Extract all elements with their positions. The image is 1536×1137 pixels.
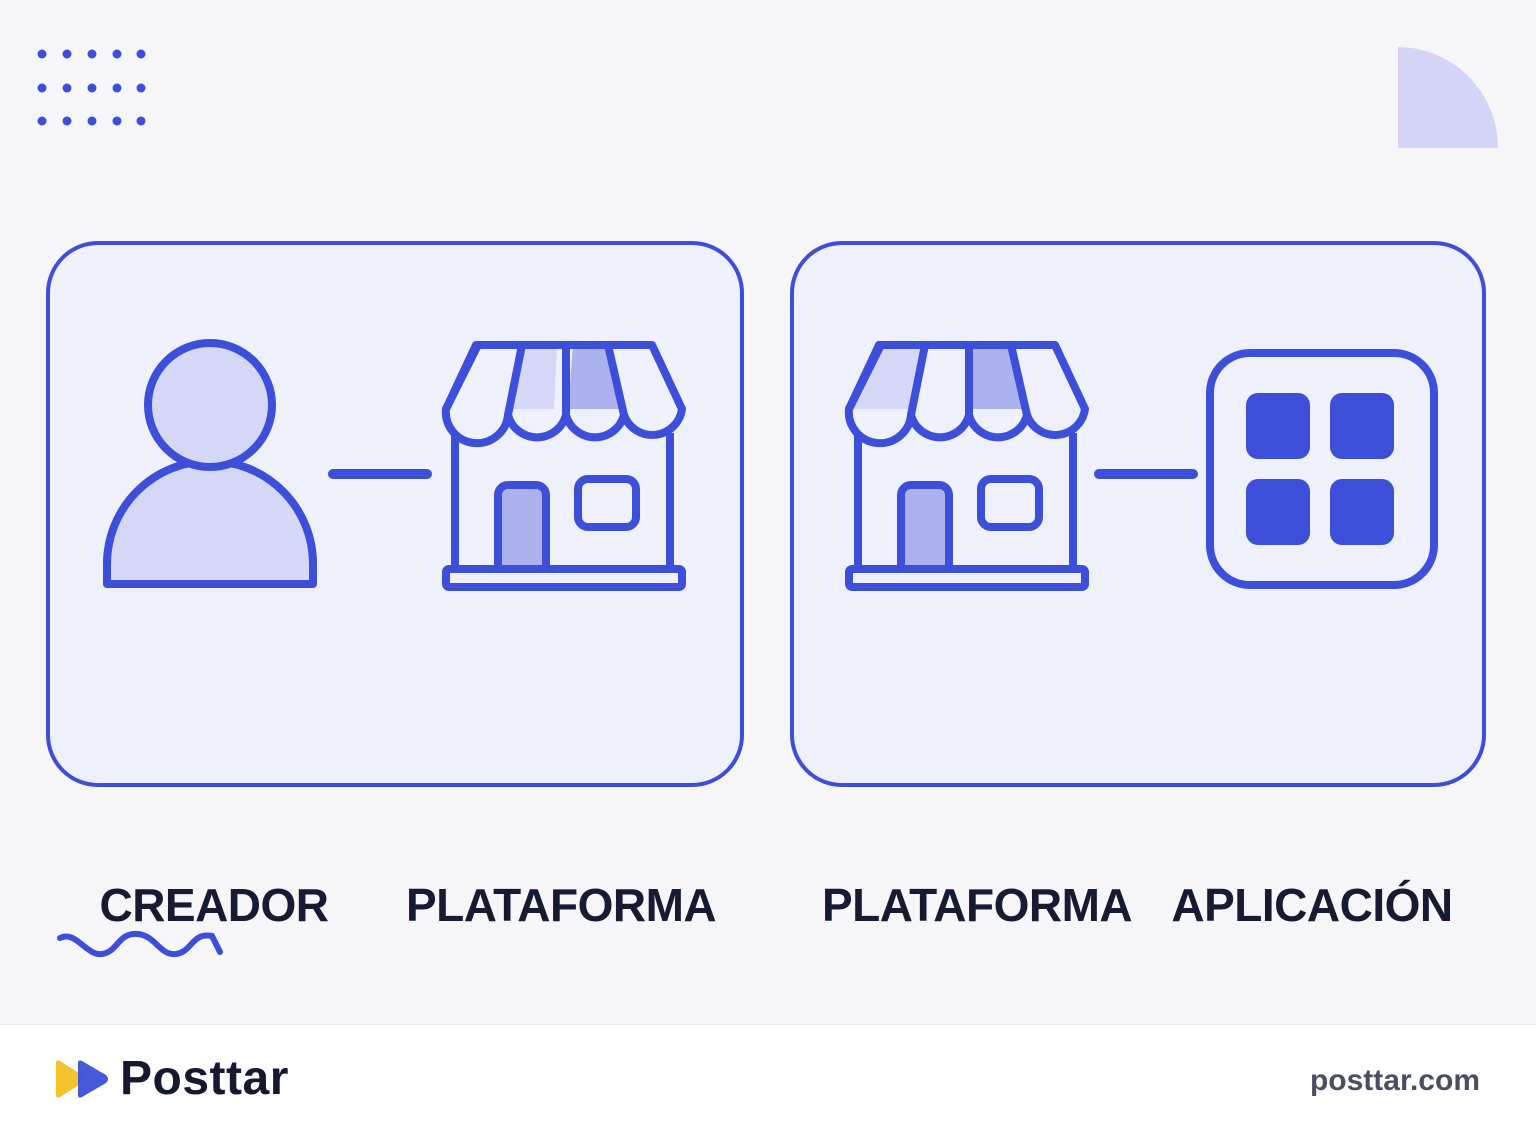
wave-decoration: [57, 930, 223, 958]
site-url[interactable]: posttar.com: [1309, 1064, 1480, 1097]
label-aplicacion: APLICACIÓN: [1171, 879, 1453, 931]
brand-name: Posttar: [120, 1052, 289, 1105]
label-plataforma: PLATAFORMA: [822, 879, 1133, 931]
person-icon: [103, 339, 317, 588]
connector-line: [328, 469, 432, 479]
app-grid-icon: [1206, 349, 1438, 589]
panel-creator-to-platform: CREADOR PLATAFORMA: [46, 241, 744, 931]
quarter-circle-decoration: [1398, 47, 1498, 148]
connector-line: [1094, 469, 1198, 479]
label-plataforma: PLATAFORMA: [406, 879, 717, 931]
label-creador: CREADOR: [99, 879, 329, 931]
storefront-icon: [844, 341, 1089, 591]
posttar-logo-icon: [56, 1060, 108, 1098]
dot-grid-decoration: [37, 49, 146, 126]
footer-bar: Posttar posttar.com: [0, 1024, 1536, 1137]
panel-platform-to-app: PLATAFORMA APLICACIÓN: [790, 241, 1486, 931]
storefront-icon: [441, 341, 686, 591]
